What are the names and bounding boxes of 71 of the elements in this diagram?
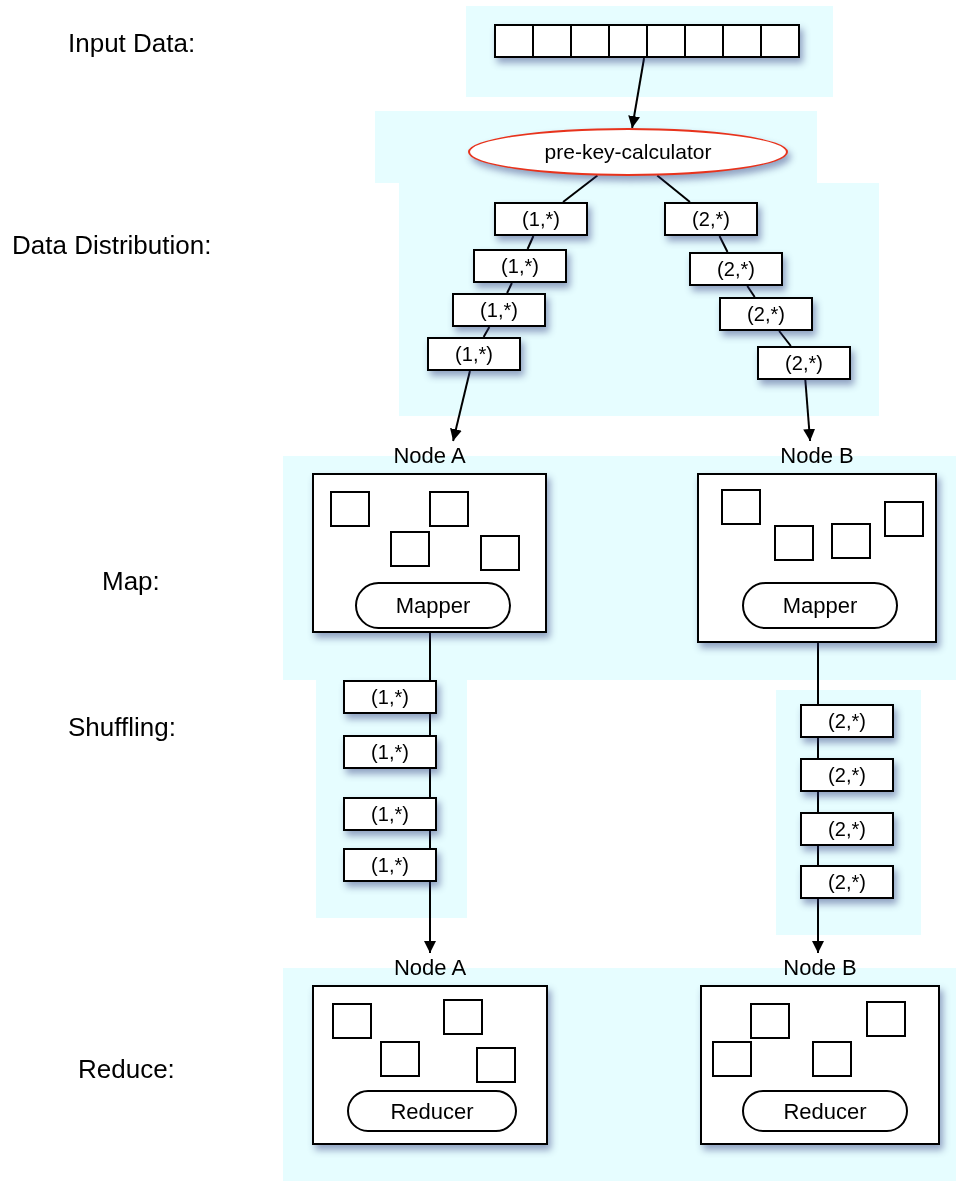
connector-line [429, 768, 431, 798]
process-pill [742, 582, 898, 629]
stage-label: Data Distribution: [12, 230, 212, 260]
process-pill [347, 1090, 517, 1132]
key-box [719, 297, 813, 331]
key-box [757, 346, 851, 380]
key-box [800, 758, 894, 792]
key-box [343, 848, 437, 882]
stage-label: Reduce: [78, 1054, 175, 1084]
connector-line [817, 791, 819, 813]
key-label: (2,*) [828, 817, 866, 842]
key-box [452, 293, 546, 327]
arrow [803, 379, 816, 442]
arrow [450, 370, 471, 442]
connector-line [817, 642, 819, 705]
key-box [343, 680, 437, 714]
key-label: (1,*) [501, 254, 539, 279]
key-box [800, 812, 894, 846]
connector-line [526, 235, 535, 250]
process-label: Reducer [390, 1097, 474, 1126]
key-label: (2,*) [692, 207, 730, 232]
connector-line [817, 845, 819, 866]
key-label: (1,*) [371, 685, 409, 710]
connector-line [429, 830, 431, 849]
key-box [343, 797, 437, 831]
node-heading: Node A [393, 442, 466, 470]
key-box [689, 252, 783, 286]
node-heading: Node B [783, 954, 857, 982]
node-heading: Node B [780, 442, 854, 470]
connector-line [778, 330, 792, 347]
connector-line [817, 737, 819, 759]
key-box [427, 337, 521, 371]
connector-line [429, 713, 431, 736]
key-label: (1,*) [371, 802, 409, 827]
process-label: Reducer [783, 1097, 867, 1126]
connector-line [562, 174, 599, 203]
stage-label: Shuffling: [68, 712, 176, 742]
connector-line [656, 174, 691, 203]
node-heading: Node A [393, 954, 467, 982]
stage-label: Map: [102, 566, 160, 596]
key-label: (2,*) [785, 351, 823, 376]
key-box [800, 704, 894, 738]
connector-line [482, 326, 491, 338]
key-box [800, 865, 894, 899]
process-label: Mapper [395, 592, 471, 620]
process-label: pre-key-calculator [544, 139, 712, 166]
arrow [628, 57, 646, 129]
stage-label: Input Data: [68, 28, 196, 58]
key-label: (2,*) [747, 302, 785, 327]
process-pill [742, 1090, 908, 1132]
key-label: (1,*) [371, 740, 409, 765]
key-box [473, 249, 567, 283]
key-label: (2,*) [828, 870, 866, 895]
arrow [812, 898, 824, 954]
connector-line [429, 632, 431, 681]
data-array [494, 24, 800, 58]
key-label: (1,*) [371, 853, 409, 878]
arrow [424, 881, 436, 954]
key-label: (2,*) [717, 257, 755, 282]
process-label: Mapper [782, 592, 858, 620]
connector-line [506, 282, 513, 294]
key-box [664, 202, 758, 236]
key-label: (2,*) [828, 709, 866, 734]
key-label: (1,*) [455, 342, 493, 367]
key-box [494, 202, 588, 236]
key-label: (1,*) [480, 298, 518, 323]
key-label: (1,*) [522, 207, 560, 232]
key-label: (2,*) [828, 763, 866, 788]
process-pill [355, 582, 511, 629]
key-box [343, 735, 437, 769]
connector-line [746, 285, 756, 298]
